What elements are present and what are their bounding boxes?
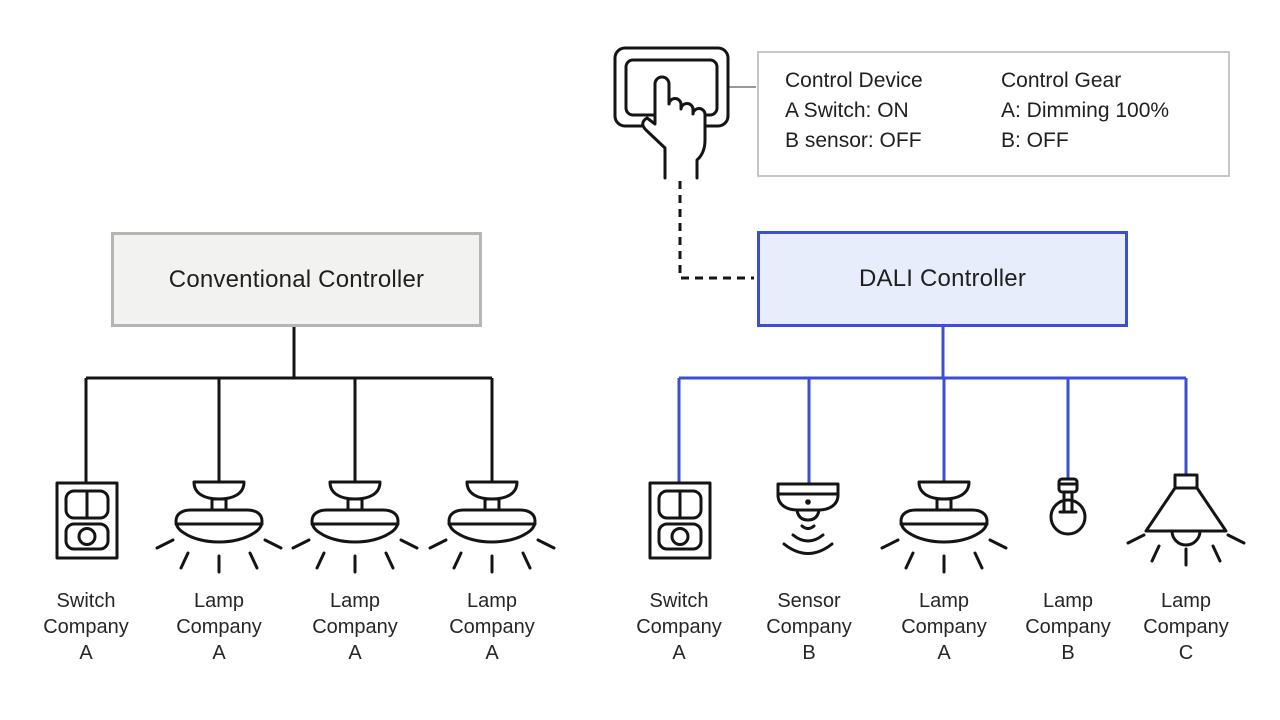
pendant-lamp-icon [1126, 473, 1246, 567]
dali-controller-label: DALI Controller [858, 265, 1027, 292]
ceiling-lamp-icon [428, 480, 556, 574]
device-label: Lamp Company C [1143, 590, 1229, 664]
dali-wire-tree [677, 327, 1188, 488]
ceiling-lamp-icon [291, 480, 419, 574]
control-gear-title: Control Gear [1001, 69, 1122, 92]
conventional-controller-box: Conventional Controller [111, 232, 482, 327]
control-device-title: Control Device [785, 69, 923, 92]
device-label: Lamp Company A [901, 590, 987, 664]
control-gear-row-b: B: OFF [1001, 129, 1069, 152]
conventional-wire-tree [84, 327, 494, 486]
device-label: Lamp Company A [312, 590, 398, 664]
status-panel: Control Device A Switch: ON B sensor: OF… [757, 51, 1230, 177]
device-label: Sensor Company B [766, 590, 852, 664]
touch-gesture-icon [613, 46, 730, 180]
switch-icon [55, 481, 119, 560]
ceiling-lamp-icon [155, 480, 283, 574]
control-device-row-b: B sensor: OFF [785, 129, 922, 152]
touch-command-dashed-line [678, 181, 754, 280]
control-gear-column: Control Gear A: Dimming 100% B: OFF [1001, 66, 1169, 175]
device-label: Switch Company A [43, 590, 129, 664]
dali-controller-box: DALI Controller [757, 231, 1128, 327]
motion-sensor-icon [776, 482, 840, 555]
conventional-controller-label: Conventional Controller [168, 265, 425, 293]
control-device-row-a: A Switch: ON [785, 99, 909, 122]
control-device-column: Control Device A Switch: ON B sensor: OF… [785, 66, 967, 175]
ceiling-lamp-icon [880, 480, 1008, 574]
device-label: Lamp Company A [449, 590, 535, 664]
device-label: Switch Company A [636, 590, 722, 664]
device-label: Lamp Company B [1025, 590, 1111, 664]
switch-icon [648, 481, 712, 560]
device-label: Lamp Company A [176, 590, 262, 664]
bulb-icon [1049, 477, 1087, 536]
control-gear-row-a: A: Dimming 100% [1001, 99, 1170, 122]
